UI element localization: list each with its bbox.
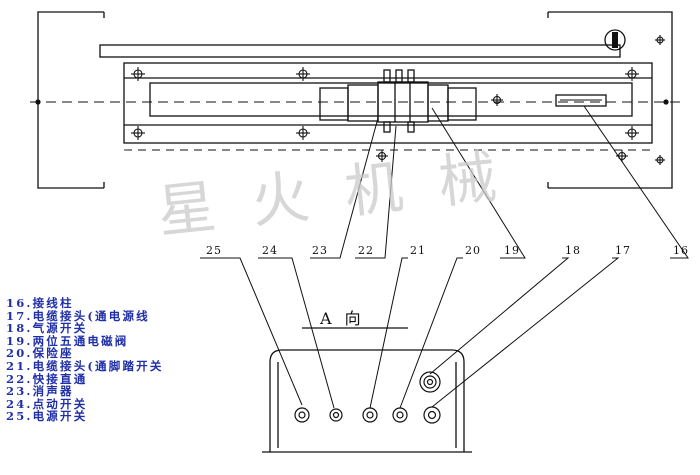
legend-item: 16.接线柱	[6, 296, 74, 310]
callout-25: 25	[206, 244, 222, 257]
upper-strip	[99, 44, 621, 58]
valve-rail	[149, 82, 633, 117]
left-edge-marker	[35, 99, 41, 105]
callout-21: 21	[410, 244, 426, 257]
leader-25	[200, 257, 303, 406]
leader-23	[310, 117, 379, 259]
screw-hole	[655, 155, 665, 165]
callout-19: 19	[504, 244, 520, 257]
callout-17: 17	[615, 244, 631, 257]
legend-item: 23.消声器	[6, 384, 74, 399]
legend-item: 17.电缆接头(通电源线	[6, 308, 150, 323]
quick-connector	[362, 407, 378, 423]
mounting-plate	[123, 62, 653, 144]
screw-hole	[376, 150, 388, 162]
legend-item: 19.两位五通电磁阀	[6, 333, 129, 348]
parts-legend: 16.接线柱 17.电缆接头(通电源线 18.气源开关 19.两位五通电磁阀 2…	[6, 297, 164, 423]
legend-item: 25.电源开关	[6, 409, 88, 424]
legend-item: 20.保险座	[6, 346, 74, 361]
legend-item: 22.快接直通	[6, 371, 88, 386]
right-edge-marker	[663, 99, 669, 105]
solenoid-valve	[319, 69, 477, 133]
screw-hole	[131, 126, 145, 140]
leader-24	[258, 257, 335, 409]
air-source-switch	[419, 371, 441, 393]
leader-16	[583, 105, 689, 259]
screw-hole	[491, 94, 503, 106]
leader-19	[431, 107, 526, 259]
legend-item: 21.电缆接头(通脚踏开关	[6, 358, 164, 373]
round-port	[604, 29, 626, 51]
view-label: A 向	[319, 309, 365, 328]
watermark: 星火机械	[154, 139, 535, 246]
fuse-holder	[392, 407, 408, 423]
right-frame-bracket	[548, 11, 673, 189]
screw-hole	[655, 35, 665, 45]
screw-hole	[625, 67, 639, 81]
callout-22: 22	[358, 244, 374, 257]
callout-18: 18	[565, 244, 581, 257]
left-frame-bracket	[37, 11, 104, 189]
callout-16: 16	[673, 244, 689, 257]
callout-24: 24	[262, 244, 278, 257]
callout-20: 20	[465, 244, 481, 257]
leader-18	[429, 257, 570, 375]
leader-21	[369, 257, 408, 409]
callout-23: 23	[312, 244, 328, 257]
terminal-block	[555, 94, 607, 107]
legend-item: 24.点动开关	[6, 396, 88, 411]
screw-hole	[296, 67, 310, 81]
screw-hole	[625, 126, 639, 140]
control-box	[262, 349, 472, 453]
jog-switch	[329, 408, 343, 422]
screw-hole	[131, 67, 145, 81]
legend-item: 18.气源开关	[6, 321, 88, 336]
power-switch	[294, 407, 310, 423]
cable-connector	[423, 406, 441, 424]
leader-20	[399, 257, 463, 409]
leader-17	[431, 257, 620, 408]
leader-22	[355, 125, 397, 259]
screw-hole	[296, 126, 310, 140]
